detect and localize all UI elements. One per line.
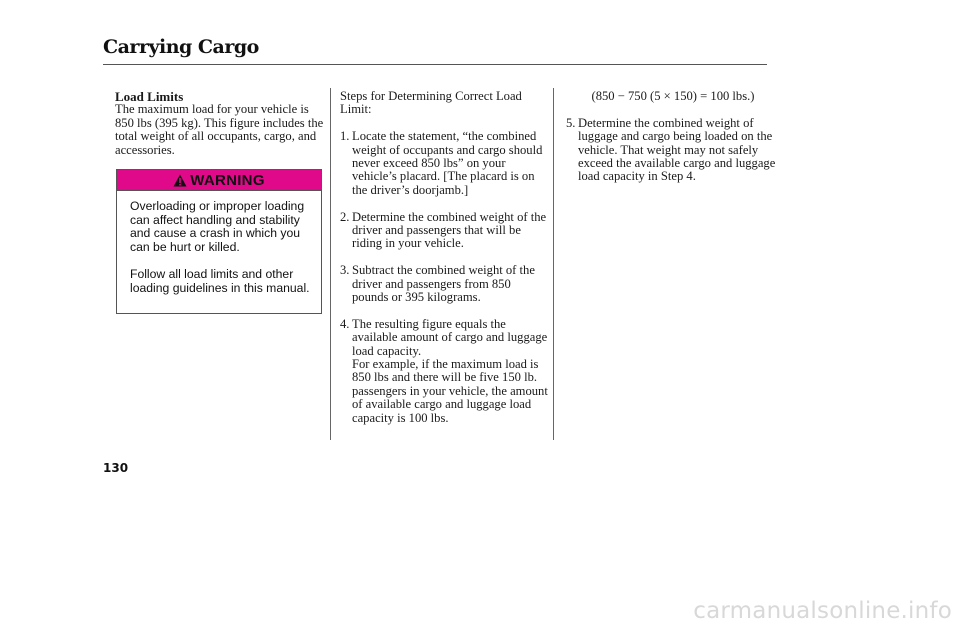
step-text: Locate the statement, “the combined weig… xyxy=(352,129,543,197)
middle-column: Steps for Determining Correct Load Limit… xyxy=(340,89,550,438)
warning-triangle-icon xyxy=(173,174,187,186)
warning-paragraph: Follow all load limits and other loading… xyxy=(130,266,310,295)
warning-body: Overloading or improper loading can affe… xyxy=(117,191,321,295)
warning-box: WARNING Overloading or improper loading … xyxy=(116,169,322,314)
step-number: 4. xyxy=(340,316,350,331)
step-text: Determine the combined weight of luggage… xyxy=(578,115,776,184)
warning-header: WARNING xyxy=(117,170,321,191)
column-divider xyxy=(553,88,554,440)
step-text: The resulting figure equals the availabl… xyxy=(352,316,548,358)
watermark: carmanualsonline.info xyxy=(693,598,952,624)
step-item: 1. Locate the statement, “the combined w… xyxy=(340,129,550,197)
page-title: Carrying Cargo xyxy=(103,36,259,58)
step-number: 1. xyxy=(340,129,350,144)
left-column: Load Limits The maximum load for your ve… xyxy=(115,90,327,157)
load-limits-paragraph: The maximum load for your vehicle is 850… xyxy=(115,102,324,157)
step-text: Subtract the combined weight of the driv… xyxy=(352,263,535,305)
steps-intro: Steps for Determining Correct Load Limit… xyxy=(340,89,522,117)
example-calculation: (850 − 750 (5 × 150) = 100 lbs.) xyxy=(591,89,755,103)
warning-label: WARNING xyxy=(190,171,265,189)
step-item: 5. Determine the combined weight of lugg… xyxy=(566,115,776,184)
page-number: 130 xyxy=(103,461,129,475)
step-number: 3. xyxy=(340,263,350,278)
step-number: 5. xyxy=(566,115,576,130)
step-item: 4. The resulting figure equals the avail… xyxy=(340,316,550,425)
column-divider xyxy=(330,88,331,440)
step-number: 2. xyxy=(340,209,350,224)
warning-paragraph: Overloading or improper loading can affe… xyxy=(130,199,305,254)
example-paragraph: For example, if the maximum load is 850 … xyxy=(352,357,548,425)
section-heading: Load Limits xyxy=(115,89,184,104)
step-item: 3. Subtract the combined weight of the d… xyxy=(340,263,550,305)
step-item: 2. Determine the combined weight of the … xyxy=(340,209,550,251)
right-column: (850 − 750 (5 × 150) = 100 lbs.) 5. Dete… xyxy=(566,89,776,197)
step-text: Determine the combined weight of the dri… xyxy=(352,209,547,251)
title-divider xyxy=(103,64,767,65)
